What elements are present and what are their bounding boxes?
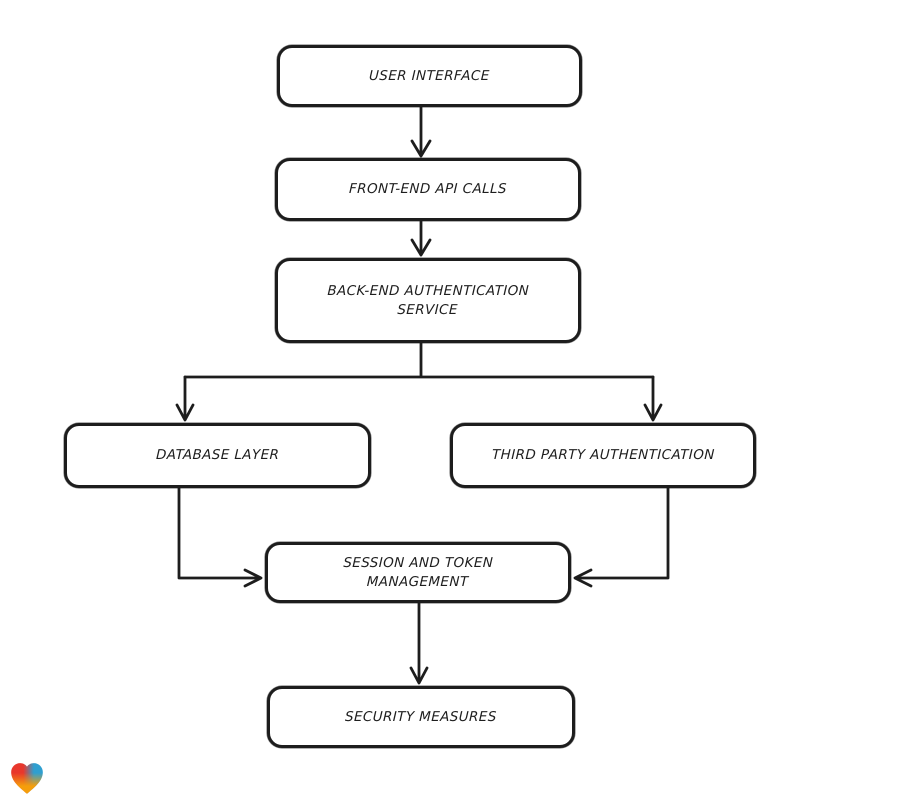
node-label: THIRD PARTY AUTHENTICATION <box>491 447 715 463</box>
edge-back-end-to-database-layer <box>175 341 655 422</box>
heart-icon[interactable] <box>8 760 46 798</box>
node-back-end-authentication-service[interactable]: BACK-END AUTHENTICATION SERVICE <box>275 258 581 343</box>
node-label: BACK-END AUTHENTICATION SERVICE <box>327 282 530 318</box>
node-label: SESSION AND TOKEN MANAGEMENT <box>343 554 494 590</box>
node-security-measures[interactable]: SECURITY MEASURES <box>267 686 575 748</box>
edge-front-end-to-back-end <box>410 219 432 257</box>
edge-user-interface-to-front-end <box>410 105 432 158</box>
edge-third-party-to-session <box>573 486 670 588</box>
edge-session-to-security <box>409 601 429 685</box>
node-session-and-token-management[interactable]: SESSION AND TOKEN MANAGEMENT <box>265 542 571 603</box>
node-user-interface[interactable]: USER INTERFACE <box>277 45 582 107</box>
node-third-party-authentication[interactable]: THIRD PARTY AUTHENTICATION <box>450 423 756 488</box>
node-label: DATABASE LAYER <box>155 447 280 463</box>
node-front-end-api-calls[interactable]: FRONT-END API CALLS <box>275 158 581 221</box>
node-label: USER INTERFACE <box>368 67 491 84</box>
edge-back-end-to-third-party <box>643 375 663 422</box>
edge-database-layer-to-session <box>177 486 263 588</box>
node-label: FRONT-END API CALLS <box>348 181 508 197</box>
node-database-layer[interactable]: DATABASE LAYER <box>64 423 371 488</box>
node-label: SECURITY MEASURES <box>344 708 498 725</box>
